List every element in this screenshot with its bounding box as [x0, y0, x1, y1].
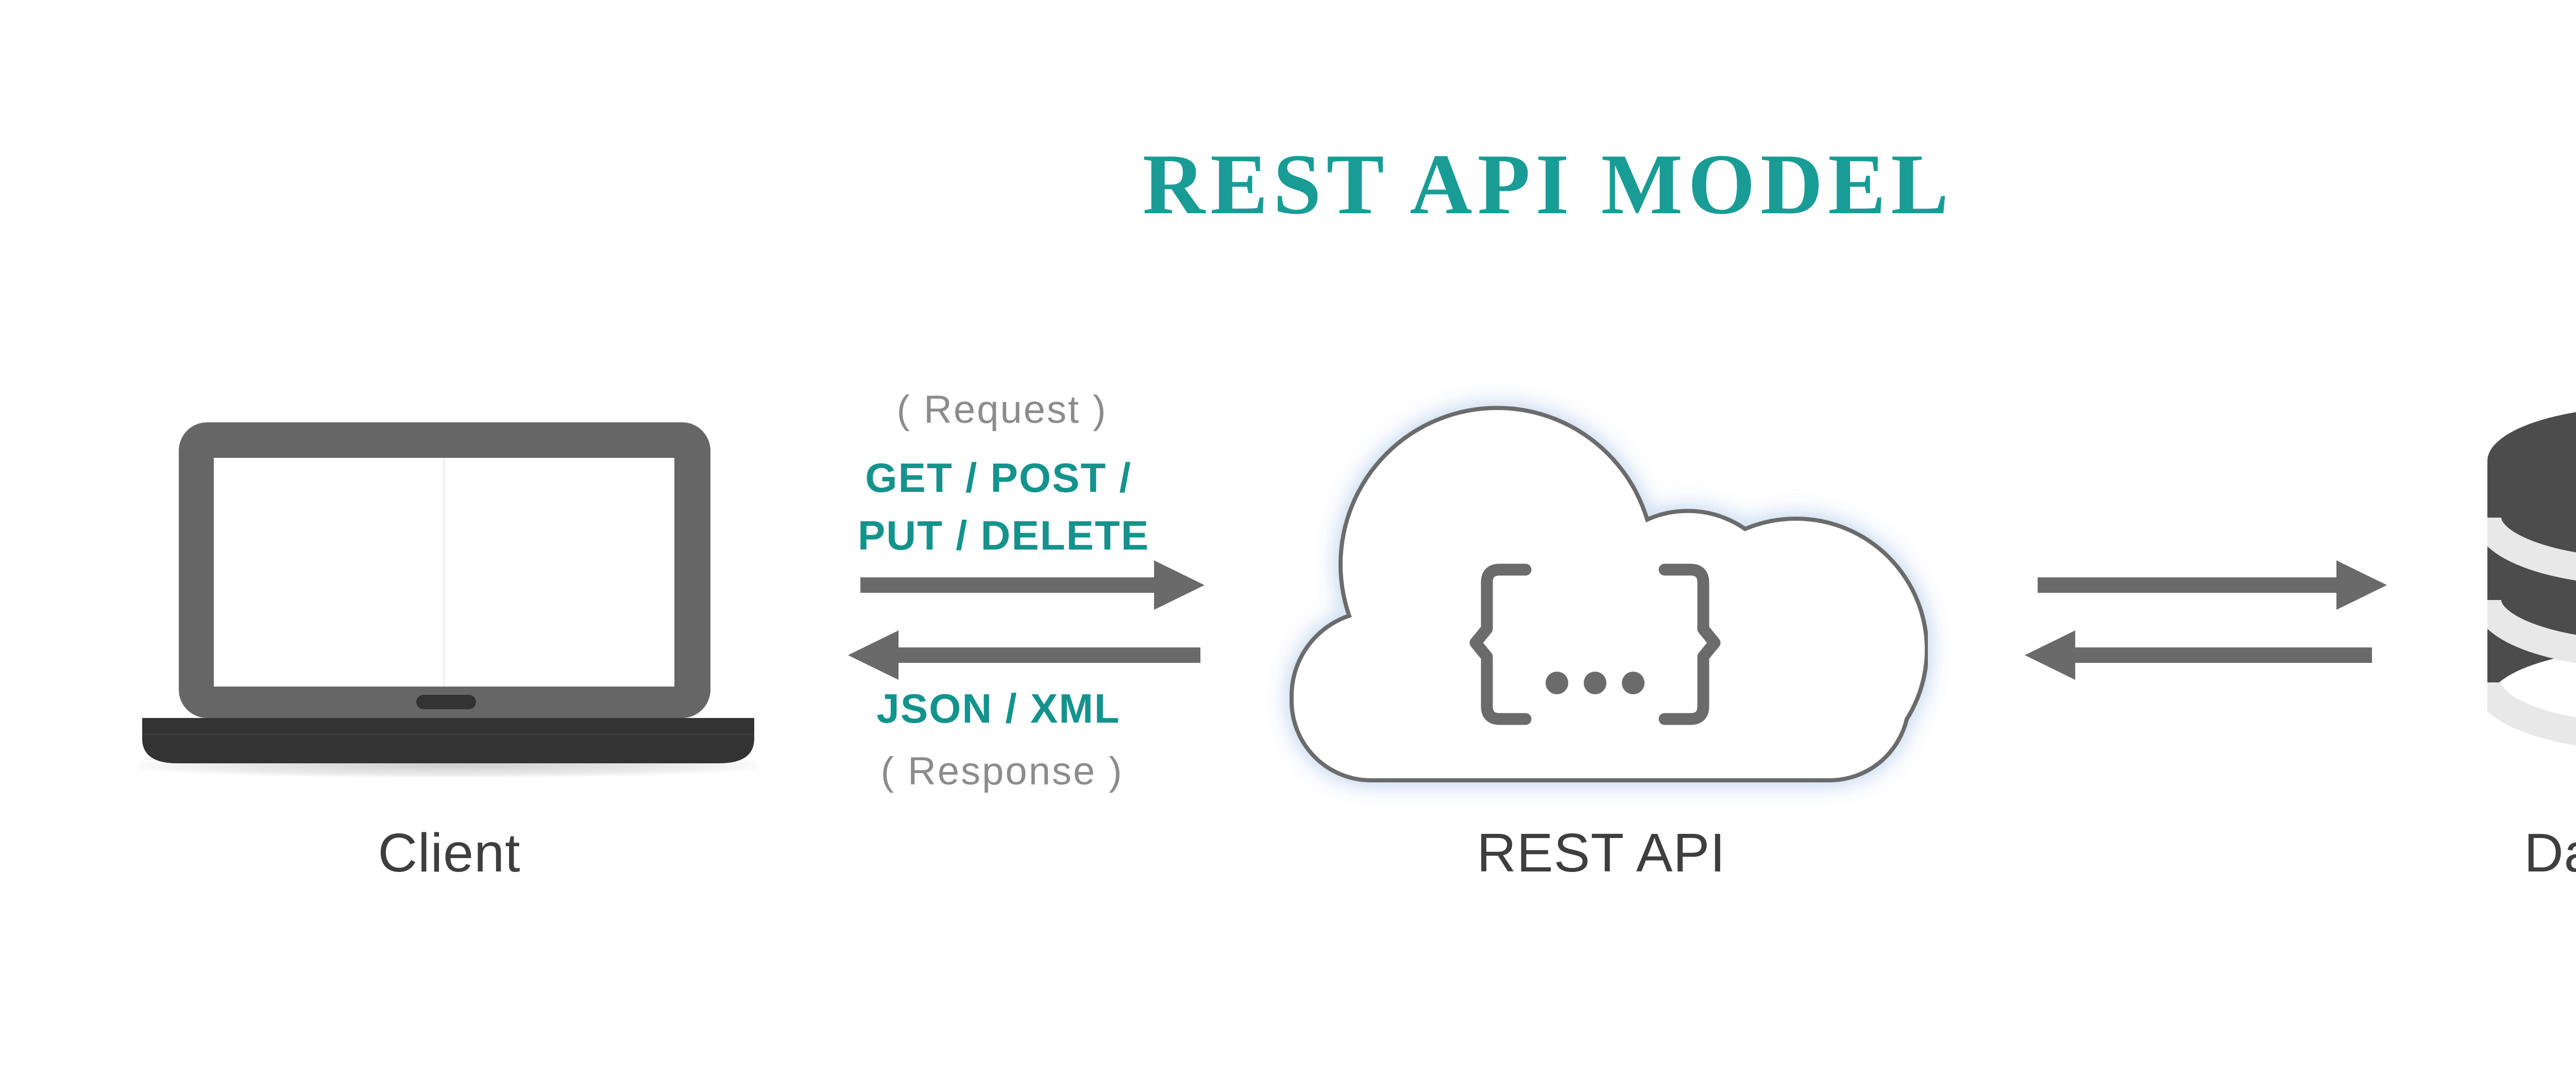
- laptop-notch: [416, 695, 476, 709]
- arrow-right-icon: [860, 560, 1205, 610]
- api-database-arrows: [2025, 560, 2387, 680]
- laptop-base: [142, 718, 754, 763]
- database-cylinder-icon: [2487, 412, 2576, 746]
- cloud-icon: [1290, 406, 1928, 782]
- right-brace: [1658, 563, 1721, 725]
- cloud-fill: [1294, 410, 1925, 778]
- arrow-left-icon: [848, 630, 1200, 680]
- arrow-left-icon: [2025, 630, 2372, 680]
- laptop-icon: [139, 422, 757, 777]
- request-methods-line2: PUT / DELETE: [857, 512, 1150, 558]
- db-bands: [2487, 517, 2576, 746]
- ellipsis-dots: [1546, 672, 1645, 694]
- response-annotation: ( Response ): [880, 749, 1124, 793]
- database-label: Database: [2524, 823, 2576, 883]
- client-api-arrows: [848, 560, 1205, 680]
- left-brace: [1469, 563, 1532, 725]
- diagram-title: REST API MODEL: [1142, 136, 1954, 232]
- api-label: REST API: [1477, 823, 1726, 883]
- laptop-base-seam: [142, 733, 754, 735]
- arrow-right-icon: [2038, 560, 2387, 610]
- code-braces-ellipsis-icon: [1469, 563, 1721, 725]
- request-annotation: ( Request ): [896, 388, 1108, 432]
- response-formats: JSON / XML: [876, 686, 1121, 731]
- client-label: Client: [378, 823, 521, 883]
- request-methods-line1: GET / POST /: [865, 455, 1132, 501]
